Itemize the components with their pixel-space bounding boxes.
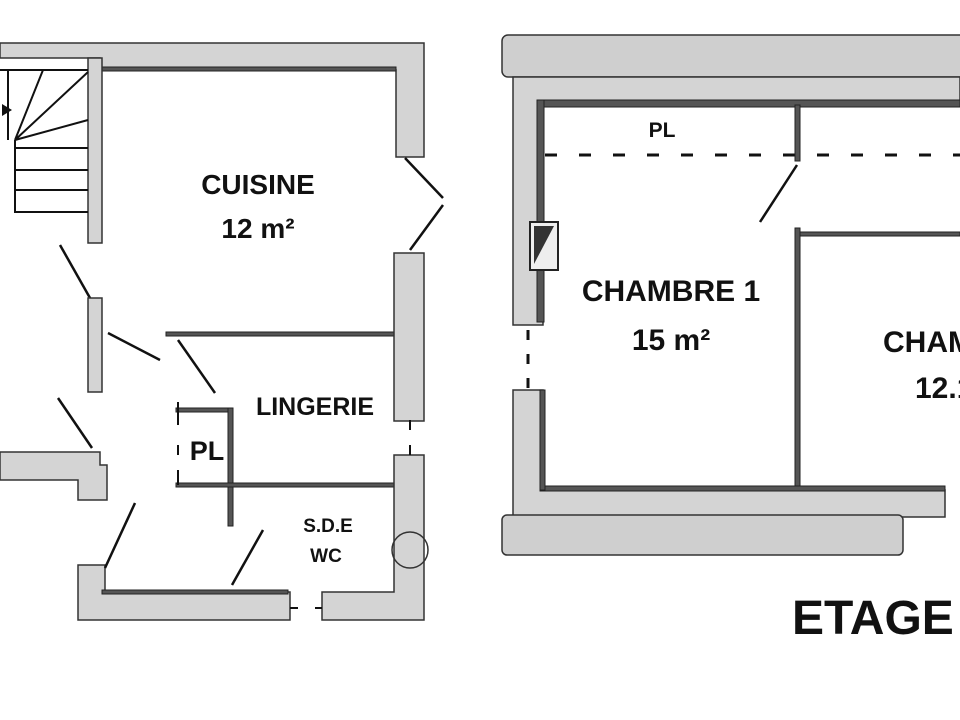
room-label-chambre-1: CHAMBRE 1 xyxy=(582,275,760,308)
room-label-pl-upper: PL xyxy=(649,119,676,142)
room-label-sde: S.D.E xyxy=(303,516,353,537)
upper-floor-plan: PL CHAMBRE 1 15 m² CHAM 12.1 ETAGE xyxy=(501,34,960,645)
wall-partition xyxy=(794,227,801,491)
wall-inner-line xyxy=(539,389,546,491)
wall-inner-line xyxy=(536,99,960,108)
wall-inner-line xyxy=(101,589,289,595)
roof-top xyxy=(501,34,960,78)
wall-top xyxy=(0,42,425,158)
roof-bottom xyxy=(501,514,904,556)
opening-ticks xyxy=(290,420,411,609)
room-label-lingerie: LINGERIE xyxy=(256,393,374,421)
wall-segment xyxy=(87,297,103,393)
door-swing xyxy=(103,502,137,569)
ground-floor-plan: CUISINE 12 m² LINGERIE PL S.D.E WC xyxy=(0,42,445,621)
floor-title: ETAGE xyxy=(792,592,954,645)
wall-inner-line xyxy=(99,66,397,72)
room-area-chambre-1: 15 m² xyxy=(632,324,710,357)
wall-right-mid xyxy=(393,252,425,422)
wall-lingerie-top xyxy=(165,331,395,337)
wall-bottom xyxy=(512,389,946,518)
door-swing xyxy=(176,339,217,394)
room-label-chambre-2: CHAM xyxy=(883,326,960,359)
chimney-flue-icon xyxy=(534,226,554,264)
room-area-cuisine: 12 m² xyxy=(221,213,294,244)
door-swing xyxy=(404,157,444,199)
door-swing xyxy=(56,397,94,449)
wall-inner-line xyxy=(539,485,946,492)
door-swing xyxy=(107,331,161,362)
door-swing xyxy=(230,529,265,586)
wall-stair xyxy=(87,57,103,244)
wall-bottom-right xyxy=(321,454,425,621)
room-label-wc: WC xyxy=(310,546,342,567)
room-label-pl: PL xyxy=(190,436,225,466)
stair-arrow-icon xyxy=(2,104,12,116)
staircase xyxy=(0,69,89,213)
wall-partition-horizontal xyxy=(799,231,960,237)
room-label-cuisine: CUISINE xyxy=(201,169,315,200)
wall-partition-top xyxy=(794,104,801,162)
room-area-chambre-2: 12.1 xyxy=(915,372,960,405)
wall-inner-line xyxy=(536,99,545,323)
shower-outline xyxy=(391,531,429,569)
door-swing xyxy=(408,204,445,251)
door-swing xyxy=(758,164,799,223)
door-swing xyxy=(58,244,92,299)
wall-left-stub xyxy=(0,451,108,501)
